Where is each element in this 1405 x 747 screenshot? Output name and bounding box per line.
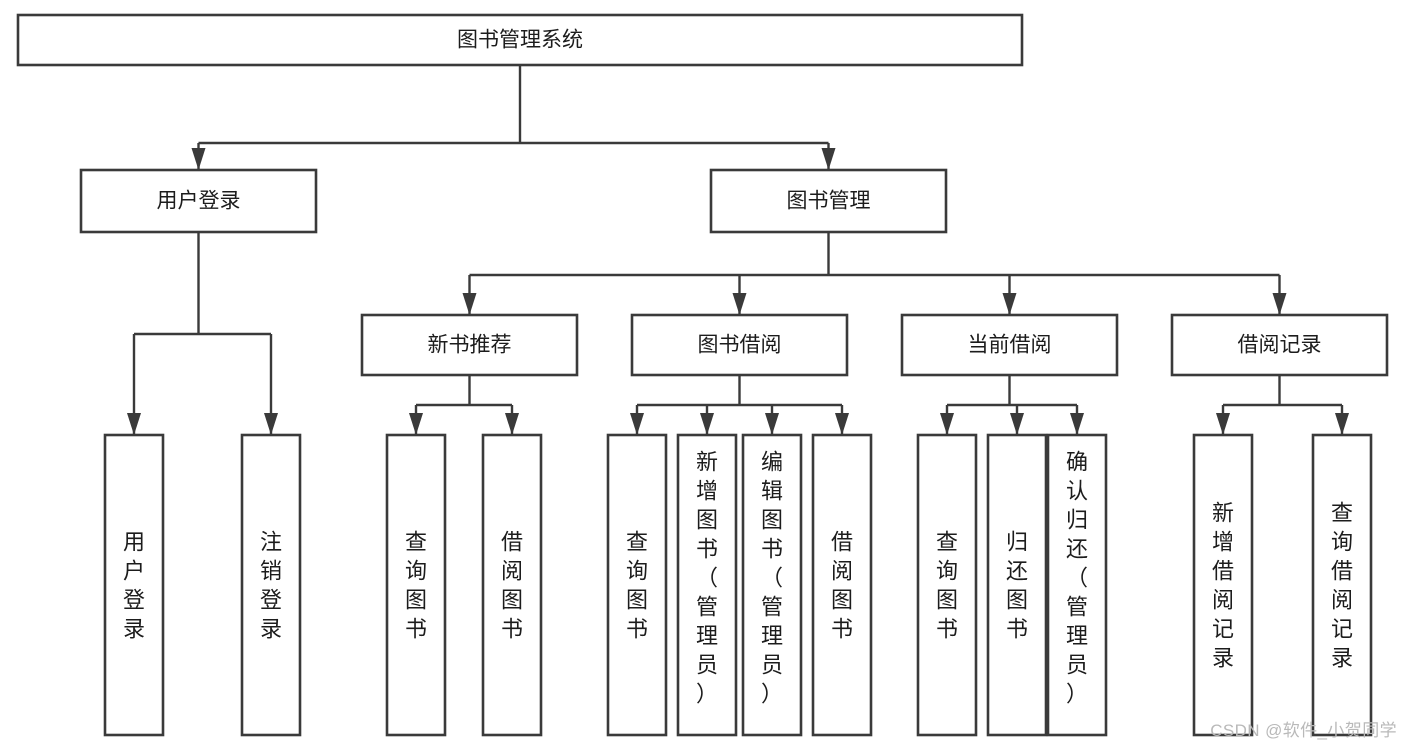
arrow-head-icon <box>409 413 423 435</box>
node-level3-3-label: 借阅记录 <box>1238 334 1322 357</box>
node-leaf-1[interactable]: 注销登录 <box>240 433 302 737</box>
node-level2-0-label: 用户登录 <box>157 190 241 213</box>
arrow-head-icon <box>1070 413 1084 435</box>
node-leaf-7-label: 借阅图书 <box>831 530 853 642</box>
edges-layer <box>127 65 1349 435</box>
node-leaf-9-rect <box>986 433 1048 737</box>
node-leaf-6-rect <box>741 433 803 737</box>
node-level3-1[interactable]: 图书借阅 <box>630 313 849 377</box>
node-leaf-4-rect <box>606 433 668 737</box>
arrow-head-icon <box>1272 293 1287 315</box>
node-leaf-10-label: 确认归还（管理员） <box>1066 450 1088 707</box>
node-leaf-10-rect <box>1046 433 1108 737</box>
nodes-layer: 图书管理系统用户登录图书管理新书推荐图书借阅当前借阅借阅记录用户登录注销登录查询… <box>16 13 1389 737</box>
arrow-head-icon <box>630 413 644 435</box>
node-leaf-9[interactable]: 归还图书 <box>986 433 1048 737</box>
node-leaf-1-rect <box>240 433 302 737</box>
node-level3-0[interactable]: 新书推荐 <box>360 313 579 377</box>
node-leaf-2-rect <box>385 433 447 737</box>
node-level2-1-rect <box>709 168 948 234</box>
arrow-head-icon <box>462 293 477 315</box>
node-leaf-2-label: 查询图书 <box>405 530 427 642</box>
node-leaf-0-label: 用户登录 <box>123 530 145 642</box>
node-leaf-11[interactable]: 新增借阅记录 <box>1192 433 1254 737</box>
node-level3-0-label: 新书推荐 <box>428 334 512 357</box>
arrow-head-icon <box>700 413 714 435</box>
arrow-head-icon <box>940 413 954 435</box>
node-leaf-11-rect <box>1192 433 1254 737</box>
node-leaf-8[interactable]: 查询图书 <box>916 433 978 737</box>
node-level2-1[interactable]: 图书管理 <box>709 168 948 234</box>
node-leaf-12[interactable]: 查询借阅记录 <box>1311 433 1373 737</box>
arrow-head-icon <box>1010 413 1024 435</box>
node-leaf-6-label: 编辑图书（管理员） <box>761 450 783 707</box>
node-root-图书管理系统-label: 图书管理系统 <box>457 29 583 52</box>
node-level3-2-label: 当前借阅 <box>968 334 1052 357</box>
node-leaf-7[interactable]: 借阅图书 <box>811 433 873 737</box>
node-level3-3-rect <box>1170 313 1389 377</box>
node-level3-2-rect <box>900 313 1119 377</box>
csdn-watermark: CSDN @软件_小贺同学 <box>1210 721 1397 740</box>
arrow-head-icon <box>1216 413 1230 435</box>
node-leaf-10[interactable]: 确认归还（管理员） <box>1046 433 1108 737</box>
node-leaf-1-label: 注销登录 <box>260 530 282 642</box>
arrow-head-icon <box>765 413 779 435</box>
node-level3-3[interactable]: 借阅记录 <box>1170 313 1389 377</box>
node-level2-0[interactable]: 用户登录 <box>79 168 318 234</box>
node-level3-0-rect <box>360 313 579 377</box>
node-leaf-3-label: 借阅图书 <box>501 530 523 642</box>
arrow-head-icon <box>1002 293 1017 315</box>
node-leaf-9-label: 归还图书 <box>1006 530 1028 642</box>
node-leaf-5[interactable]: 新增图书（管理员） <box>676 433 738 737</box>
node-leaf-5-rect <box>676 433 738 737</box>
node-leaf-4-label: 查询图书 <box>626 530 648 642</box>
node-leaf-3[interactable]: 借阅图书 <box>481 433 543 737</box>
arrow-head-icon <box>191 148 206 170</box>
node-leaf-8-rect <box>916 433 978 737</box>
arrow-head-icon <box>835 413 849 435</box>
node-leaf-3-rect <box>481 433 543 737</box>
node-level2-0-rect <box>79 168 318 234</box>
node-root-图书管理系统-rect <box>16 13 1024 67</box>
node-leaf-8-label: 查询图书 <box>936 530 958 642</box>
arrow-head-icon <box>732 293 747 315</box>
arrow-head-icon <box>127 413 141 435</box>
arrow-head-icon <box>264 413 278 435</box>
node-leaf-6[interactable]: 编辑图书（管理员） <box>741 433 803 737</box>
node-leaf-2[interactable]: 查询图书 <box>385 433 447 737</box>
node-root-图书管理系统[interactable]: 图书管理系统 <box>16 13 1024 67</box>
node-leaf-12-label: 查询借阅记录 <box>1331 501 1353 671</box>
arrow-head-icon <box>821 148 836 170</box>
node-leaf-5-label: 新增图书（管理员） <box>696 450 718 707</box>
node-level3-1-rect <box>630 313 849 377</box>
node-leaf-7-rect <box>811 433 873 737</box>
node-level3-1-label: 图书借阅 <box>698 334 782 357</box>
node-leaf-0[interactable]: 用户登录 <box>103 433 165 737</box>
node-leaf-12-rect <box>1311 433 1373 737</box>
node-leaf-11-label: 新增借阅记录 <box>1212 501 1234 671</box>
arrow-head-icon <box>1335 413 1349 435</box>
node-leaf-0-rect <box>103 433 165 737</box>
node-level2-1-label: 图书管理 <box>787 190 871 213</box>
arrow-head-icon <box>505 413 519 435</box>
node-leaf-4[interactable]: 查询图书 <box>606 433 668 737</box>
node-level3-2[interactable]: 当前借阅 <box>900 313 1119 377</box>
